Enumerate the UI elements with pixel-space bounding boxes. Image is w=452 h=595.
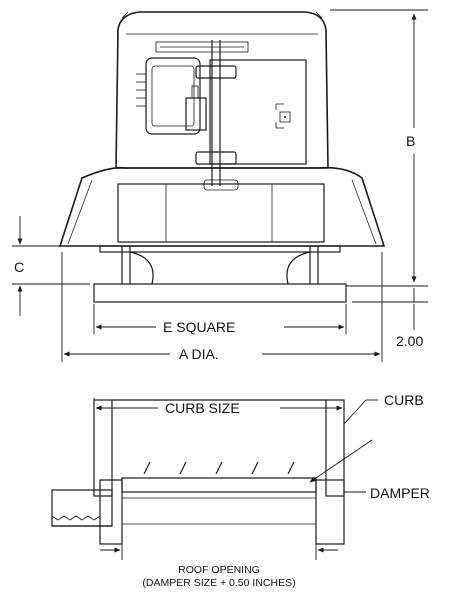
label-e-square: E SQUARE (163, 319, 235, 335)
label-curb-size: CURB SIZE (165, 400, 240, 416)
label-200: 2.00 (396, 333, 423, 349)
fan-assembly (58, 11, 386, 303)
leader-curb (343, 399, 378, 425)
fan-base (93, 245, 347, 303)
label-roof-opening: ROOF OPENING (178, 564, 260, 576)
label-damper-size: (DAMPER SIZE + 0.50 INCHES) (142, 577, 295, 589)
label-b: B (406, 133, 415, 149)
fan-skirt (58, 166, 386, 247)
damper (121, 461, 317, 525)
leader-damper (309, 439, 373, 493)
dimension-b (330, 9, 428, 287)
drive-panel (155, 40, 307, 186)
roof-deck (51, 489, 113, 527)
fan-hood (115, 11, 329, 169)
label-c: C (14, 259, 24, 275)
dimension-200 (352, 288, 428, 330)
dimension-c (12, 216, 90, 316)
curb-section (93, 399, 345, 545)
dimension-curb-size (93, 398, 343, 411)
dimension-a-dia (61, 252, 383, 362)
label-a-dia: A DIA. (179, 346, 219, 362)
label-damper: DAMPER (370, 485, 430, 501)
motor (136, 57, 207, 135)
label-curb: CURB (384, 392, 424, 408)
dimension-roof-opening (100, 530, 338, 560)
dimension-e-square (93, 304, 347, 334)
